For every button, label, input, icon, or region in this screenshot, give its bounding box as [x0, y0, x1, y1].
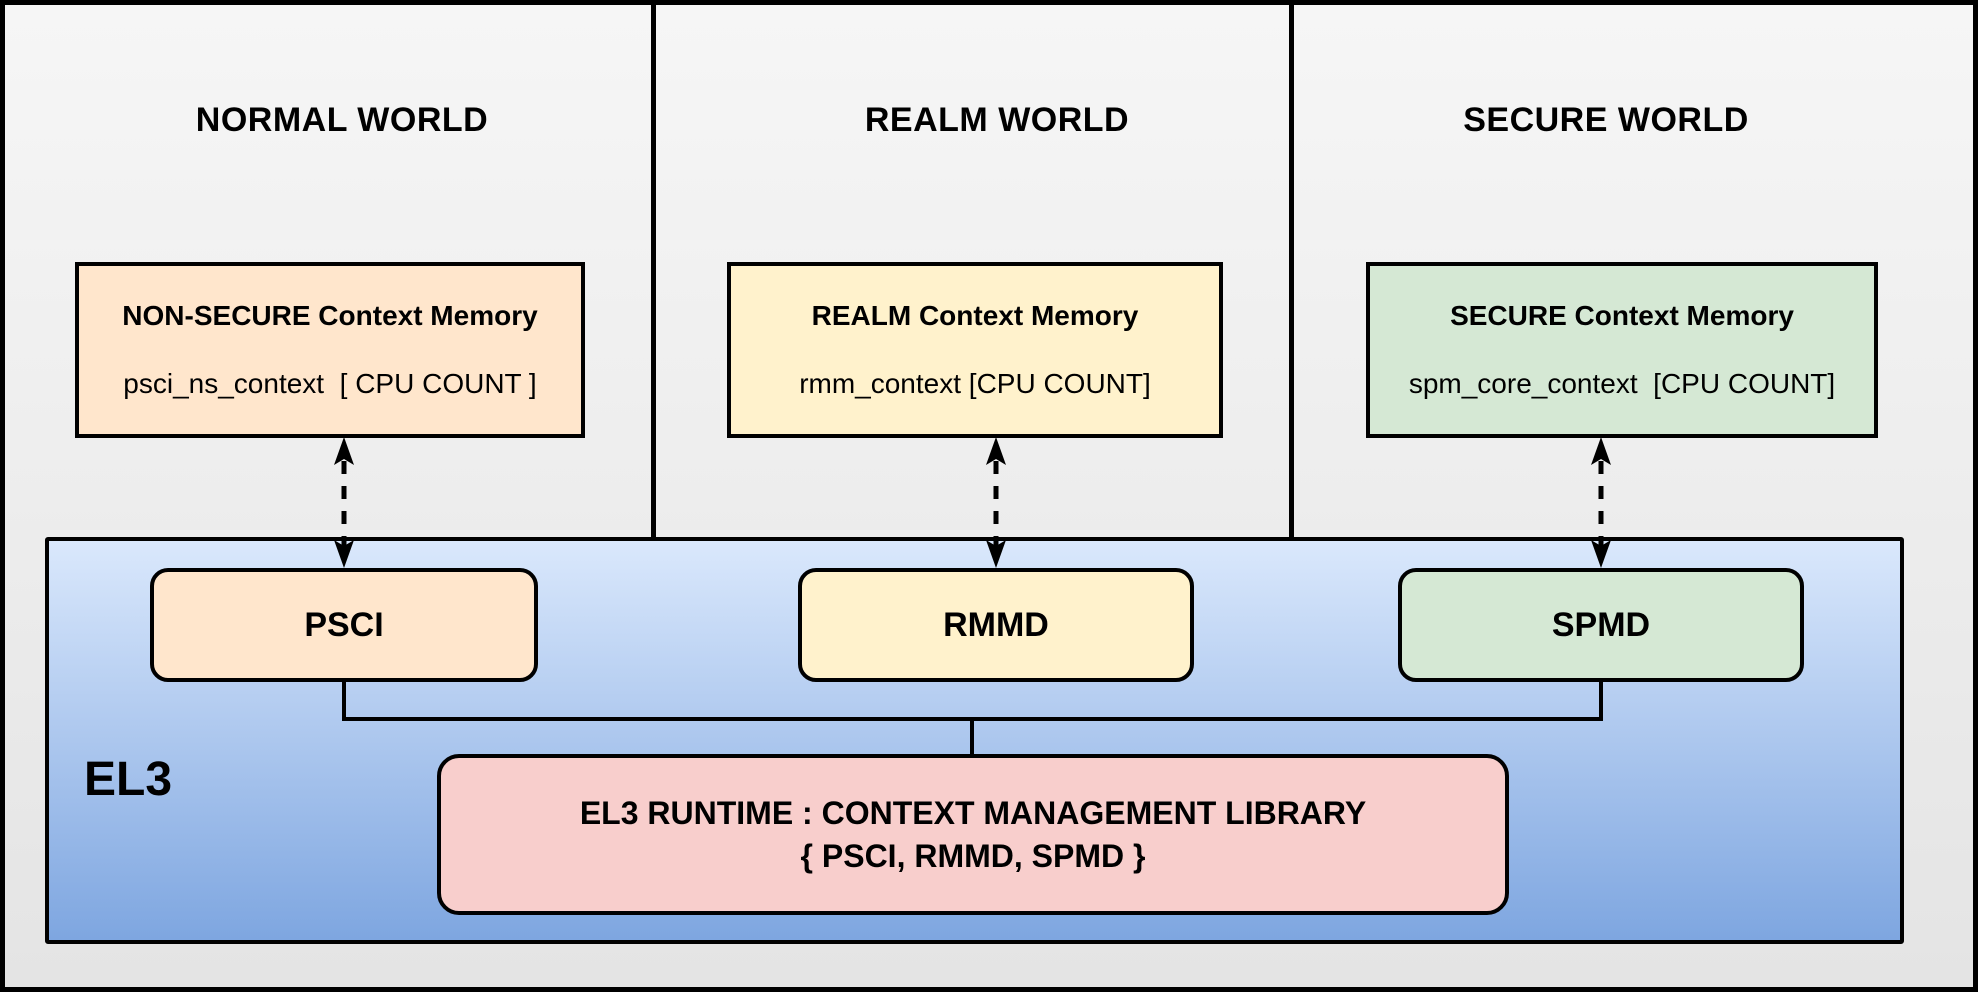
connector-spmd-stub — [1599, 680, 1603, 720]
bidirectional-dashed-arrow-realm-icon — [986, 437, 1006, 568]
memory-box-code: psci_ns_context [ CPU COUNT ] — [123, 368, 537, 399]
memory-box-title: NON-SECURE Context Memory — [122, 300, 538, 331]
spmd-box: SPMD — [1398, 568, 1804, 682]
memory-box-code: spm_core_context [CPU COUNT] — [1408, 368, 1836, 399]
world-divider-realm-secure — [1289, 0, 1294, 538]
connector-library-stub — [970, 717, 974, 756]
memory-box-non-secure: NON-SECURE Context Memory psci_ns_contex… — [75, 262, 585, 438]
library-title: EL3 RUNTIME : CONTEXT MANAGEMENT LIBRARY — [579, 794, 1367, 831]
memory-box-secure: SECURE Context Memory spm_core_context [… — [1366, 262, 1878, 438]
context-management-library-box: EL3 RUNTIME : CONTEXT MANAGEMENT LIBRARY… — [437, 754, 1509, 915]
el3-label: EL3 — [84, 753, 173, 806]
library-subtitle: { PSCI, RMMD, SPMD } — [800, 837, 1146, 874]
world-title-realm: REALM WORLD — [864, 101, 1130, 139]
memory-box-code: rmm_context [CPU COUNT] — [799, 368, 1151, 399]
rmmd-box: RMMD — [798, 568, 1194, 682]
memory-box-title: REALM Context Memory — [811, 300, 1139, 331]
psci-box: PSCI — [150, 568, 538, 682]
world-title-secure: SECURE WORLD — [1463, 101, 1749, 139]
world-title-normal: NORMAL WORLD — [195, 101, 489, 139]
connector-psci-stub — [342, 680, 346, 720]
memory-box-title: SECURE Context Memory — [1450, 300, 1794, 331]
world-divider-normal-realm — [651, 0, 656, 538]
bidirectional-dashed-arrow-normal-icon — [334, 437, 354, 568]
bidirectional-dashed-arrow-secure-icon — [1591, 437, 1611, 568]
memory-box-realm: REALM Context Memory rmm_context [CPU CO… — [727, 262, 1223, 438]
